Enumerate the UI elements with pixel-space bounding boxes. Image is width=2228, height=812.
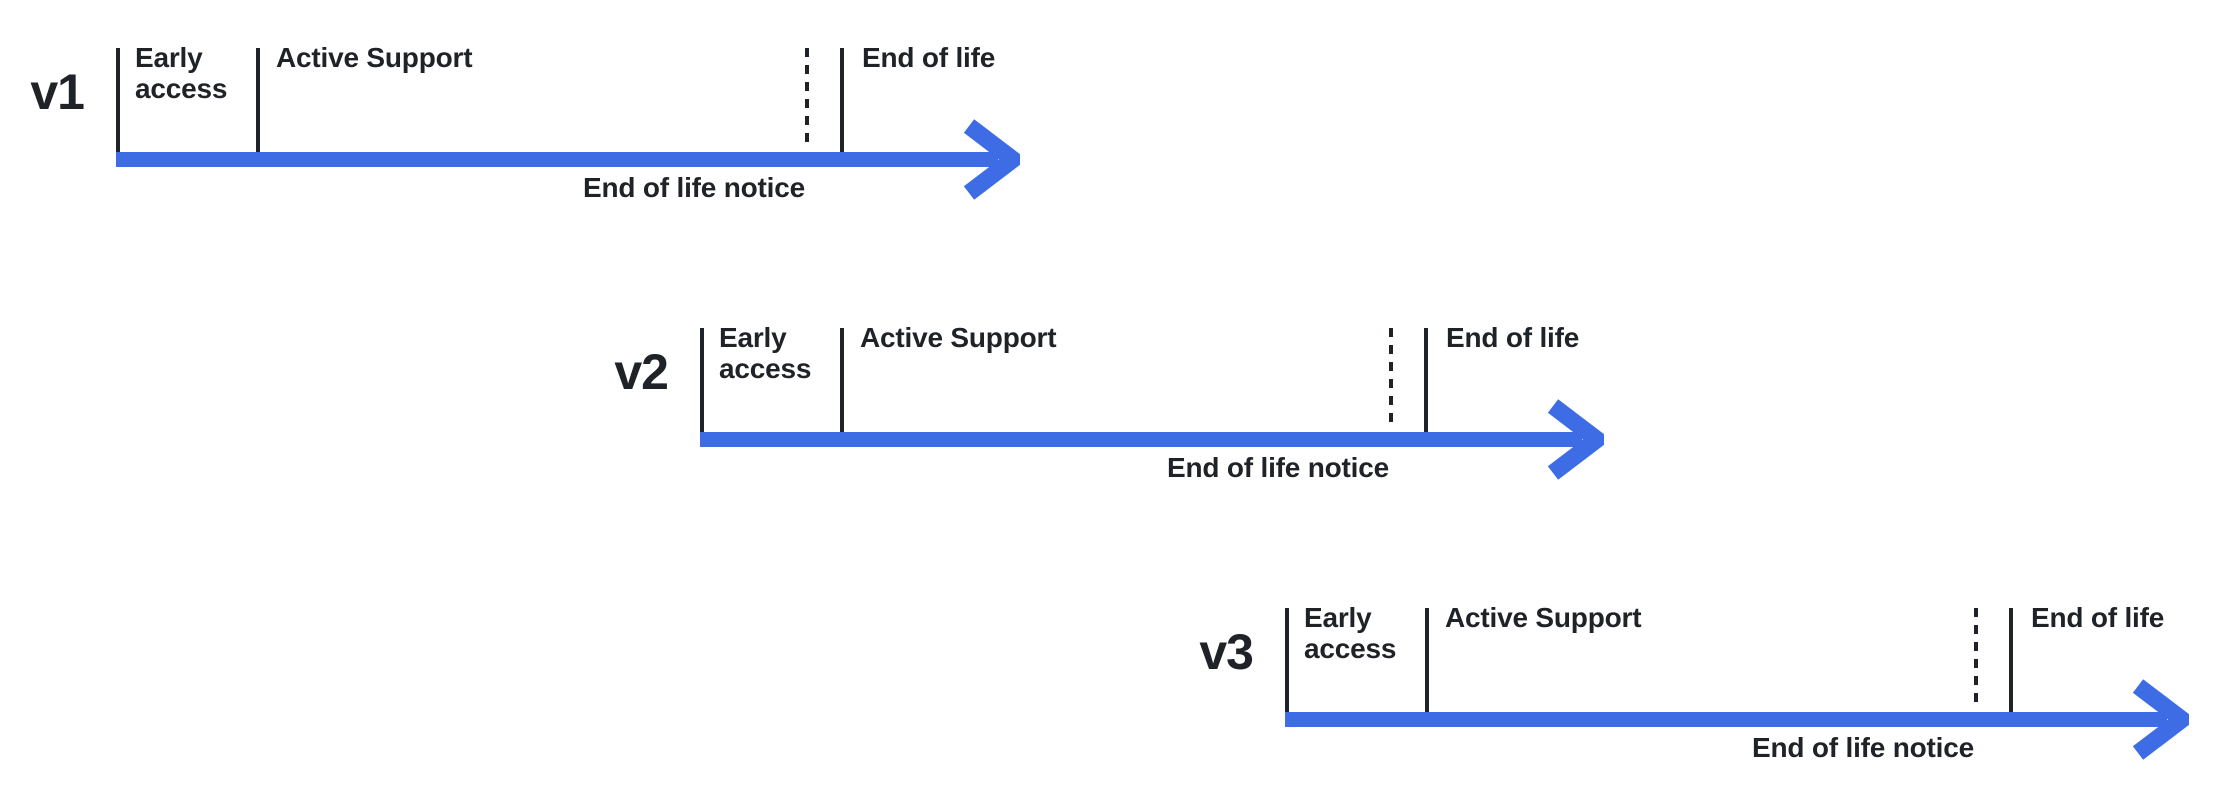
active-support-label: Active Support (1445, 602, 1642, 633)
end-of-life-notice-label: End of life notice (1167, 452, 1389, 483)
early-access-start-tick (700, 328, 704, 433)
active-support-start-tick (1425, 608, 1429, 713)
arrow-head (1547, 399, 1604, 480)
version-label: v3 (1199, 624, 1254, 680)
end-of-life-notice-tick (1974, 608, 1978, 708)
active-support-label: Active Support (860, 322, 1057, 353)
end-of-life-notice-tick (805, 48, 809, 148)
end-of-life-label: End of life (862, 42, 996, 73)
version-label: v1 (30, 64, 85, 120)
active-support-start-tick (256, 48, 260, 153)
end-of-life-notice-label: End of life notice (1752, 732, 1974, 763)
early-access-label: Early access (1304, 602, 1397, 664)
end-of-life-notice-tick (1389, 328, 1393, 428)
arrow-head (963, 119, 1020, 200)
active-support-label: Active Support (276, 42, 473, 73)
early-access-label: Early access (719, 322, 812, 384)
arrow-shaft (700, 432, 1582, 447)
timeline-arrow-icon (1285, 679, 2189, 760)
early-access-start-tick (1285, 608, 1289, 713)
arrow-shaft (116, 152, 998, 167)
arrow-shaft (1285, 712, 2167, 727)
early-access-start-tick (116, 48, 120, 153)
timeline-arrow-icon (116, 119, 1020, 200)
timeline-arrow-icon (700, 399, 1604, 480)
version-label: v2 (614, 344, 669, 400)
end-of-life-label: End of life (2031, 602, 2165, 633)
arrow-head (2132, 679, 2189, 760)
end-of-life-label: End of life (1446, 322, 1580, 353)
end-of-life-tick (2009, 608, 2013, 713)
end-of-life-tick (840, 48, 844, 153)
early-access-label: Early access (135, 42, 228, 104)
end-of-life-tick (1424, 328, 1428, 433)
active-support-start-tick (840, 328, 844, 433)
end-of-life-notice-label: End of life notice (583, 172, 805, 203)
